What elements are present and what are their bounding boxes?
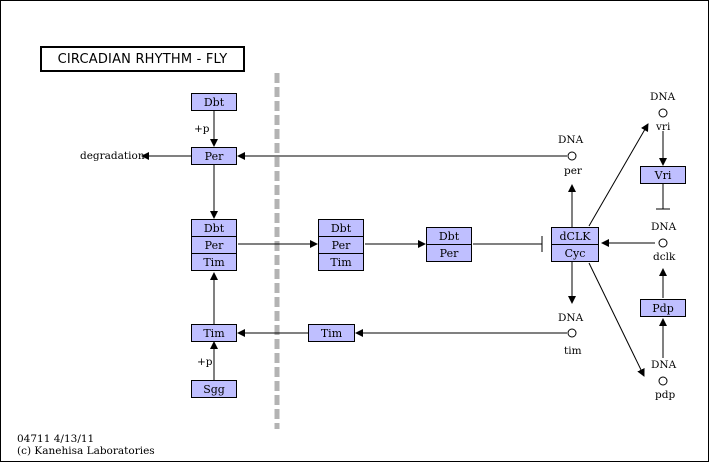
node-pdp[interactable]: Pdp (640, 299, 686, 317)
gene-dclk-label: dclk (653, 251, 676, 263)
clk-cyc-dclk: dCLK (551, 227, 599, 245)
node-sgg[interactable]: Sgg (191, 380, 237, 398)
dna-per-circle (567, 151, 577, 161)
stack-right-dbt: Dbt (426, 227, 472, 245)
stack-left-dbt: Dbt (191, 219, 237, 237)
stack-mid-per: Per (318, 237, 364, 254)
node-tim-left[interactable]: Tim (191, 324, 237, 342)
dna-vri-label: DNA (650, 91, 676, 103)
node-dbt-top[interactable]: Dbt (191, 93, 237, 111)
edge-clk-dnapdp (588, 262, 645, 377)
stack-left-tim: Tim (191, 254, 237, 271)
gene-per-label: per (564, 165, 582, 177)
stack-left-per: Per (191, 237, 237, 254)
stack-right-per: Per (426, 245, 472, 262)
degradation-label: degradation (80, 150, 145, 162)
edge-clk-dnavri (588, 123, 649, 227)
node-vri[interactable]: Vri (640, 166, 686, 184)
plus-p-label-top: +p (194, 123, 210, 135)
dna-dclk-circle (658, 238, 668, 248)
node-per-left[interactable]: Per (191, 147, 237, 165)
clk-cyc-cyc: Cyc (551, 245, 599, 262)
dna-vri-circle (658, 108, 668, 118)
gene-tim-label: tim (564, 345, 582, 357)
gene-vri-label: vri (656, 121, 671, 133)
complex-dclk-cyc[interactable]: dCLK Cyc (551, 227, 599, 262)
complex-dbt-per-tim-left[interactable]: Dbt Per Tim (191, 219, 237, 271)
gene-pdp-label: pdp (655, 389, 676, 401)
dna-dclk-label: DNA (651, 221, 677, 233)
footer-copyright: (c) Kanehisa Laboratories (17, 445, 155, 457)
footer-map-id-date: 04711 4/13/11 (17, 433, 95, 445)
complex-dbt-per-right[interactable]: Dbt Per (426, 227, 472, 262)
dna-tim-circle (567, 328, 577, 338)
dna-tim-label: DNA (558, 312, 584, 324)
plus-p-label-bottom: +p (197, 356, 213, 368)
dna-per-label: DNA (558, 134, 584, 146)
stack-mid-tim: Tim (318, 254, 364, 271)
stack-mid-dbt: Dbt (318, 219, 364, 237)
dna-pdp-label: DNA (651, 359, 677, 371)
node-tim-mid[interactable]: Tim (308, 324, 355, 342)
pathway-title: CIRCADIAN RHYTHM - FLY (40, 46, 245, 72)
dna-pdp-circle (658, 376, 668, 386)
complex-dbt-per-tim-mid[interactable]: Dbt Per Tim (318, 219, 364, 271)
